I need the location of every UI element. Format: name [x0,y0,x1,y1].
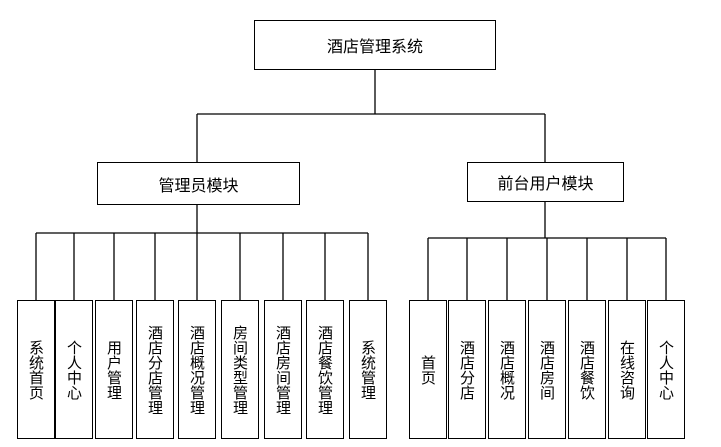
leaf-node-label: 酒店分店管理 [146,324,164,415]
leaf-node: 酒店概况管理 [178,300,216,439]
leaf-node: 酒店分店管理 [136,300,174,439]
leaf-node: 酒店餐饮管理 [306,300,344,439]
leaf-node-label: 酒店餐饮管理 [316,324,334,415]
leaf-node: 首页 [409,300,447,439]
leaf-node-label: 个人中心 [65,339,83,400]
leaf-node: 酒店分店 [448,300,486,439]
leaf-node-label: 房间类型管理 [231,324,249,415]
leaf-node-label: 个人中心 [657,339,675,400]
leaf-node-label: 系统管理 [359,339,377,400]
module-node-label: 管理员模块 [158,175,239,195]
module-node-user: 前台用户模块 [467,162,624,202]
leaf-node: 系统首页 [17,300,55,439]
leaf-node-label: 在线咨询 [618,339,636,400]
leaf-node: 酒店概况 [488,300,526,439]
leaf-node: 用户管理 [95,300,133,439]
leaf-node: 个人中心 [647,300,685,439]
leaf-node: 酒店房间管理 [264,300,302,439]
leaf-node: 酒店餐饮 [568,300,606,439]
leaf-node-label: 酒店概况管理 [188,324,206,415]
leaf-node-label: 酒店餐饮 [578,339,596,400]
leaf-node: 个人中心 [55,300,93,439]
leaf-node: 系统管理 [349,300,387,439]
leaf-node: 房间类型管理 [221,300,259,439]
leaf-node-label: 酒店房间 [538,339,556,400]
leaf-node-label: 酒店分店 [458,339,476,400]
leaf-node-label: 用户管理 [105,339,123,400]
root-node: 酒店管理系统 [254,20,496,70]
leaf-node: 酒店房间 [528,300,566,439]
leaf-node-label: 首页 [419,354,437,385]
leaf-node-label: 酒店概况 [498,339,516,400]
leaf-node-label: 系统首页 [27,339,45,400]
module-node-label: 前台用户模块 [497,174,594,193]
root-node-label: 酒店管理系统 [326,37,423,56]
leaf-node: 在线咨询 [608,300,646,439]
module-node-admin: 管理员模块 [97,162,300,205]
leaf-node-label: 酒店房间管理 [274,324,292,415]
